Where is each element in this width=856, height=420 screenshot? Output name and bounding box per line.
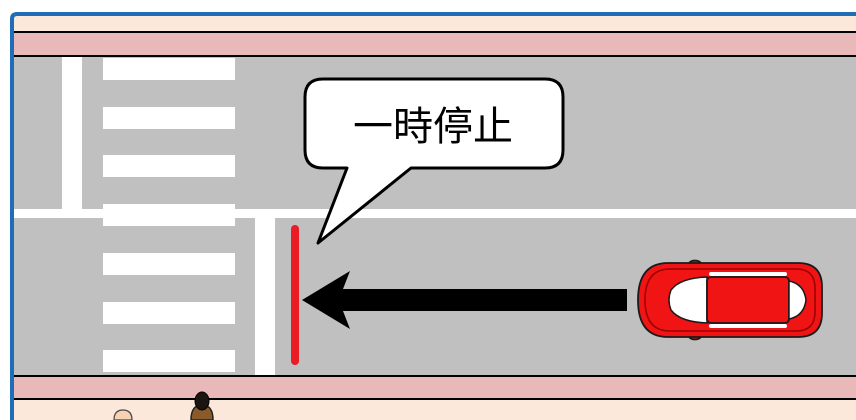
center-line — [14, 209, 856, 218]
pedestrian-icon — [113, 409, 133, 420]
white-stop-line-upper — [62, 57, 82, 213]
sidewalk-outer-band — [14, 16, 856, 31]
crosswalk-stripe — [103, 107, 235, 129]
sidewalk-outer-band — [14, 400, 856, 420]
speech-bubble: 一時停止 — [303, 77, 565, 245]
car-icon — [637, 259, 823, 341]
arrow-left-icon — [302, 271, 627, 329]
sidewalk-top — [14, 16, 856, 57]
curb-line — [14, 398, 856, 400]
car-body-contour — [644, 268, 816, 332]
crosswalk-stripe — [103, 155, 235, 177]
frame-border — [10, 12, 856, 420]
pedestrian-head — [194, 391, 210, 411]
crosswalk-stripe — [103, 58, 235, 80]
car-side-window — [709, 324, 787, 328]
car-roof — [706, 276, 790, 324]
crosswalk-stripe — [103, 350, 235, 372]
curb-line — [14, 31, 856, 33]
curb-line — [14, 375, 856, 377]
sidewalk-inner-band — [14, 33, 856, 55]
sidewalk-inner-band — [14, 377, 856, 398]
curb-line — [14, 55, 856, 57]
speech-bubble-text: 一時停止 — [353, 104, 513, 150]
crosswalk — [103, 58, 235, 372]
crosswalk-stripe — [103, 253, 235, 275]
crosswalk-stripe — [103, 302, 235, 324]
car-rear-window — [788, 280, 807, 320]
sidewalk-bottom — [14, 375, 856, 420]
car-windshield — [668, 276, 708, 324]
crosswalk-stripe — [103, 204, 235, 226]
speech-bubble-shape — [303, 77, 565, 245]
white-stop-line-lower — [255, 213, 275, 375]
pedestrian-head — [113, 409, 133, 420]
pedestrian-icon — [190, 391, 214, 420]
car-side-window — [709, 272, 787, 276]
